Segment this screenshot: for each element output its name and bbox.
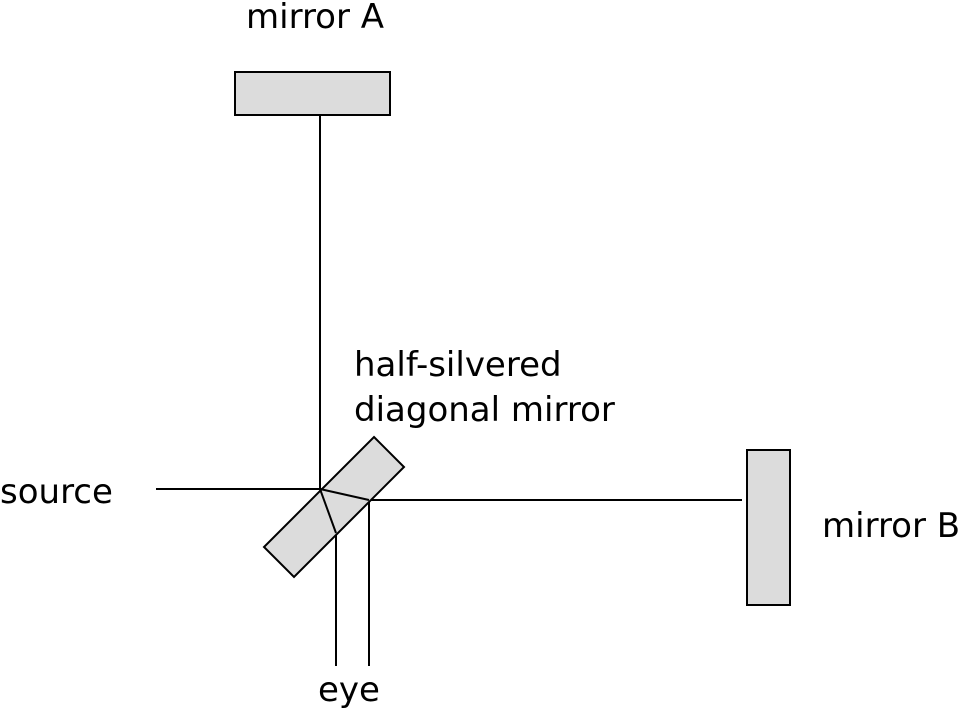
eye-label: eye bbox=[318, 670, 380, 709]
mirror-a bbox=[234, 71, 391, 116]
half-silvered-mirror bbox=[262, 435, 406, 579]
internal-beam-overlay-1 bbox=[319, 488, 370, 501]
splitter-internal-beams bbox=[319, 488, 370, 534]
splitter-label-line2: diagonal mirror bbox=[354, 390, 615, 430]
mirror-b-label: mirror B bbox=[822, 506, 960, 546]
mirror-b bbox=[746, 449, 791, 606]
internal-beam-overlay-2 bbox=[319, 488, 337, 534]
splitter-label-line1: half-silvered bbox=[354, 345, 562, 385]
source-label: source bbox=[0, 472, 113, 512]
mirror-a-label: mirror A bbox=[246, 0, 384, 37]
